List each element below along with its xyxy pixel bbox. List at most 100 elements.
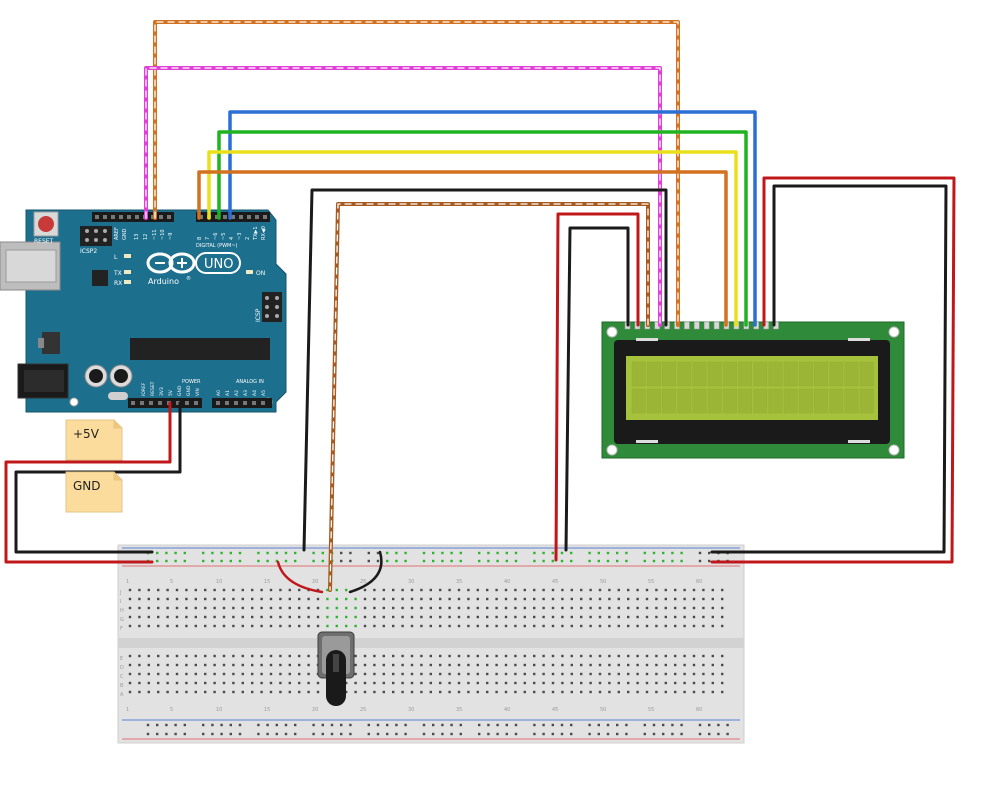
- power-analog-header: [128, 398, 272, 408]
- wire-red-5v: [4, 401, 172, 564]
- svg-text:20: 20: [312, 579, 318, 585]
- note-5v: +5V: [65, 419, 123, 461]
- lcd-module: [601, 321, 905, 459]
- center-channel: [118, 638, 744, 648]
- digital-pin-label: 4: [229, 237, 235, 240]
- svg-text:I: I: [120, 599, 121, 605]
- digital-pin-label: 7: [205, 237, 211, 240]
- icsp-header: [262, 292, 282, 322]
- digital-pin-label: ~3: [237, 233, 243, 240]
- power-pin-label: GND: [186, 385, 192, 396]
- analog-pin-label: A5: [261, 390, 267, 396]
- analog-pin-label: A3: [243, 390, 249, 396]
- svg-text:E: E: [120, 656, 123, 662]
- wire-orange-lcd-d7b: [197, 170, 728, 327]
- crystal: [108, 392, 128, 400]
- potentiometer[interactable]: [317, 631, 355, 706]
- svg-text:5: 5: [170, 579, 173, 585]
- digital-pin-label: ~6: [213, 233, 219, 240]
- power-pin-label: 3V3: [159, 387, 165, 396]
- breadboard: 1 5 10 15 20 25 30 35 40 45 50 55 60 1 5…: [117, 544, 745, 744]
- power-pin-label: RESET: [150, 381, 156, 396]
- wire-yellow-lcd-d6: [207, 150, 738, 327]
- digital-pin-label: 13: [134, 234, 140, 240]
- digital-pin-label: ~9: [168, 233, 174, 240]
- wire-green-lcd-d5: [217, 130, 748, 327]
- digital-pin-label: TX▶1: [253, 226, 259, 241]
- svg-text:35: 35: [456, 707, 462, 713]
- svg-text:15: 15: [264, 579, 270, 585]
- voltage-regulator: [42, 332, 60, 354]
- breadboard-holes: [128, 551, 729, 736]
- svg-text:F: F: [120, 626, 123, 632]
- svg-text:55: 55: [648, 579, 654, 585]
- svg-text:G: G: [120, 617, 124, 623]
- power-pin-label: GND: [177, 385, 183, 396]
- wire-red-pot: [276, 560, 324, 594]
- analog-pin-label: A4: [252, 390, 258, 396]
- wires: [4, 20, 956, 594]
- arduino-brand-text: Arduino: [148, 277, 179, 286]
- potentiometer-knob[interactable]: [326, 650, 346, 706]
- svg-text:50: 50: [600, 707, 606, 713]
- svg-text:20: 20: [312, 707, 318, 713]
- svg-text:25: 25: [360, 579, 366, 585]
- analog-pin-label: A2: [234, 390, 240, 396]
- svg-text:15: 15: [264, 707, 270, 713]
- svg-text:10: 10: [216, 579, 222, 585]
- svg-text:30: 30: [408, 707, 414, 713]
- svg-text:5: 5: [170, 707, 173, 713]
- svg-text:A: A: [120, 692, 124, 698]
- svg-text:10: 10: [216, 707, 222, 713]
- digital-pin-label: ~11: [152, 229, 158, 240]
- digital-gnd-label: GND: [122, 228, 128, 240]
- digital-pin-label: RX◀0: [261, 226, 267, 240]
- digital-pin-label: 12: [143, 234, 149, 240]
- note-gnd: GND: [65, 471, 123, 513]
- svg-text:55: 55: [648, 707, 654, 713]
- icsp2-label: ICSP2: [80, 248, 97, 255]
- digital-pin-label: ~10: [160, 229, 166, 240]
- icsp2-header: [80, 226, 112, 246]
- power-label: POWER: [182, 379, 201, 385]
- wire-black-lcd-backlight: [710, 184, 948, 554]
- wire-black-lcd-rw: [302, 188, 668, 552]
- power-pin-label: 5V: [168, 389, 174, 396]
- svg-text:35: 35: [456, 579, 462, 585]
- led-l-label: L: [114, 254, 118, 261]
- svg-text:C: C: [120, 674, 124, 680]
- power-pin-label: IOREF: [141, 382, 147, 396]
- svg-text:40: 40: [504, 579, 510, 585]
- row-letters: J I H G F E D C B A: [119, 590, 124, 698]
- digital-label: DIGITAL (PWM~): [196, 243, 238, 249]
- svg-text:25: 25: [360, 707, 366, 713]
- note-gnd-text: GND: [73, 479, 101, 493]
- svg-text:60: 60: [696, 707, 702, 713]
- digital-pin-label: 2: [245, 237, 251, 240]
- digital-pin-label: ~5: [221, 233, 227, 240]
- wire-black-lcd-vss: [564, 226, 630, 552]
- power-pin-label: VIN: [195, 388, 201, 396]
- lcd-character-cells: [631, 361, 874, 414]
- icsp-label: ICSP: [255, 308, 262, 322]
- wire-black-pot: [348, 550, 383, 594]
- wire-red-lcd-backlight: [710, 176, 956, 564]
- svg-text:H: H: [120, 608, 124, 614]
- reset-label: RESET: [34, 238, 54, 245]
- svg-text:45: 45: [552, 707, 558, 713]
- uno-logo-text: UNO: [204, 257, 233, 272]
- arduino-logo: UNO Arduino ®: [146, 252, 241, 286]
- svg-text:B: B: [120, 683, 124, 689]
- svg-text:50: 50: [600, 579, 606, 585]
- reset-button-cap[interactable]: [38, 216, 54, 232]
- svg-text:60: 60: [696, 579, 702, 585]
- wire-black-gnd: [14, 401, 182, 554]
- svg-text:D: D: [120, 665, 124, 671]
- svg-text:J: J: [119, 590, 121, 596]
- svg-text:1: 1: [126, 707, 129, 713]
- svg-text:30: 30: [408, 579, 414, 585]
